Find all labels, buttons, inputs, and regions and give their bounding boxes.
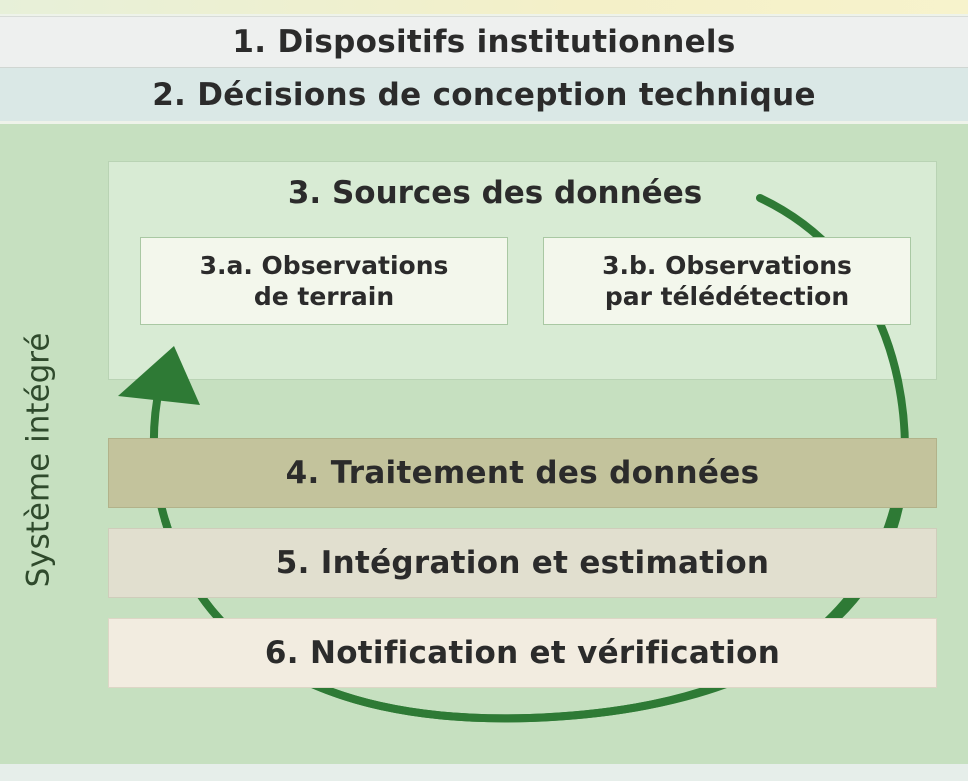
cycle-arrowhead <box>118 346 200 405</box>
field-observations-line1: 3.a. Observations <box>199 251 449 280</box>
band-institutional-arrangements: 1. Dispositifs institutionnels <box>0 16 968 68</box>
reporting-verification-row: 6. Notification et vérification <box>108 618 937 688</box>
remote-sensing-box: 3.b. Observations par télédétection <box>543 237 911 325</box>
band-technical-design: 2. Décisions de conception technique <box>0 68 968 121</box>
reporting-verification-label: 6. Notification et vérification <box>264 635 781 671</box>
top-decor-strip <box>0 0 968 14</box>
remote-sensing-line2: par télédétection <box>604 282 850 311</box>
integration-estimation-row: 5. Intégration et estimation <box>108 528 937 598</box>
band-institutional-label: 1. Dispositifs institutionnels <box>232 24 736 60</box>
integration-estimation-label: 5. Intégration et estimation <box>275 545 770 581</box>
data-sources-title: 3. Sources des données <box>287 175 703 211</box>
band-technical-label: 2. Décisions de conception technique <box>152 76 816 113</box>
field-observations-line2: de terrain <box>253 282 395 311</box>
field-observations-box: 3.a. Observations de terrain <box>140 237 508 325</box>
data-processing-row: 4. Traitement des données <box>108 438 937 508</box>
remote-sensing-line1: 3.b. Observations <box>602 251 852 280</box>
data-processing-label: 4. Traitement des données <box>285 455 760 491</box>
bottom-decor-strip <box>0 764 968 781</box>
